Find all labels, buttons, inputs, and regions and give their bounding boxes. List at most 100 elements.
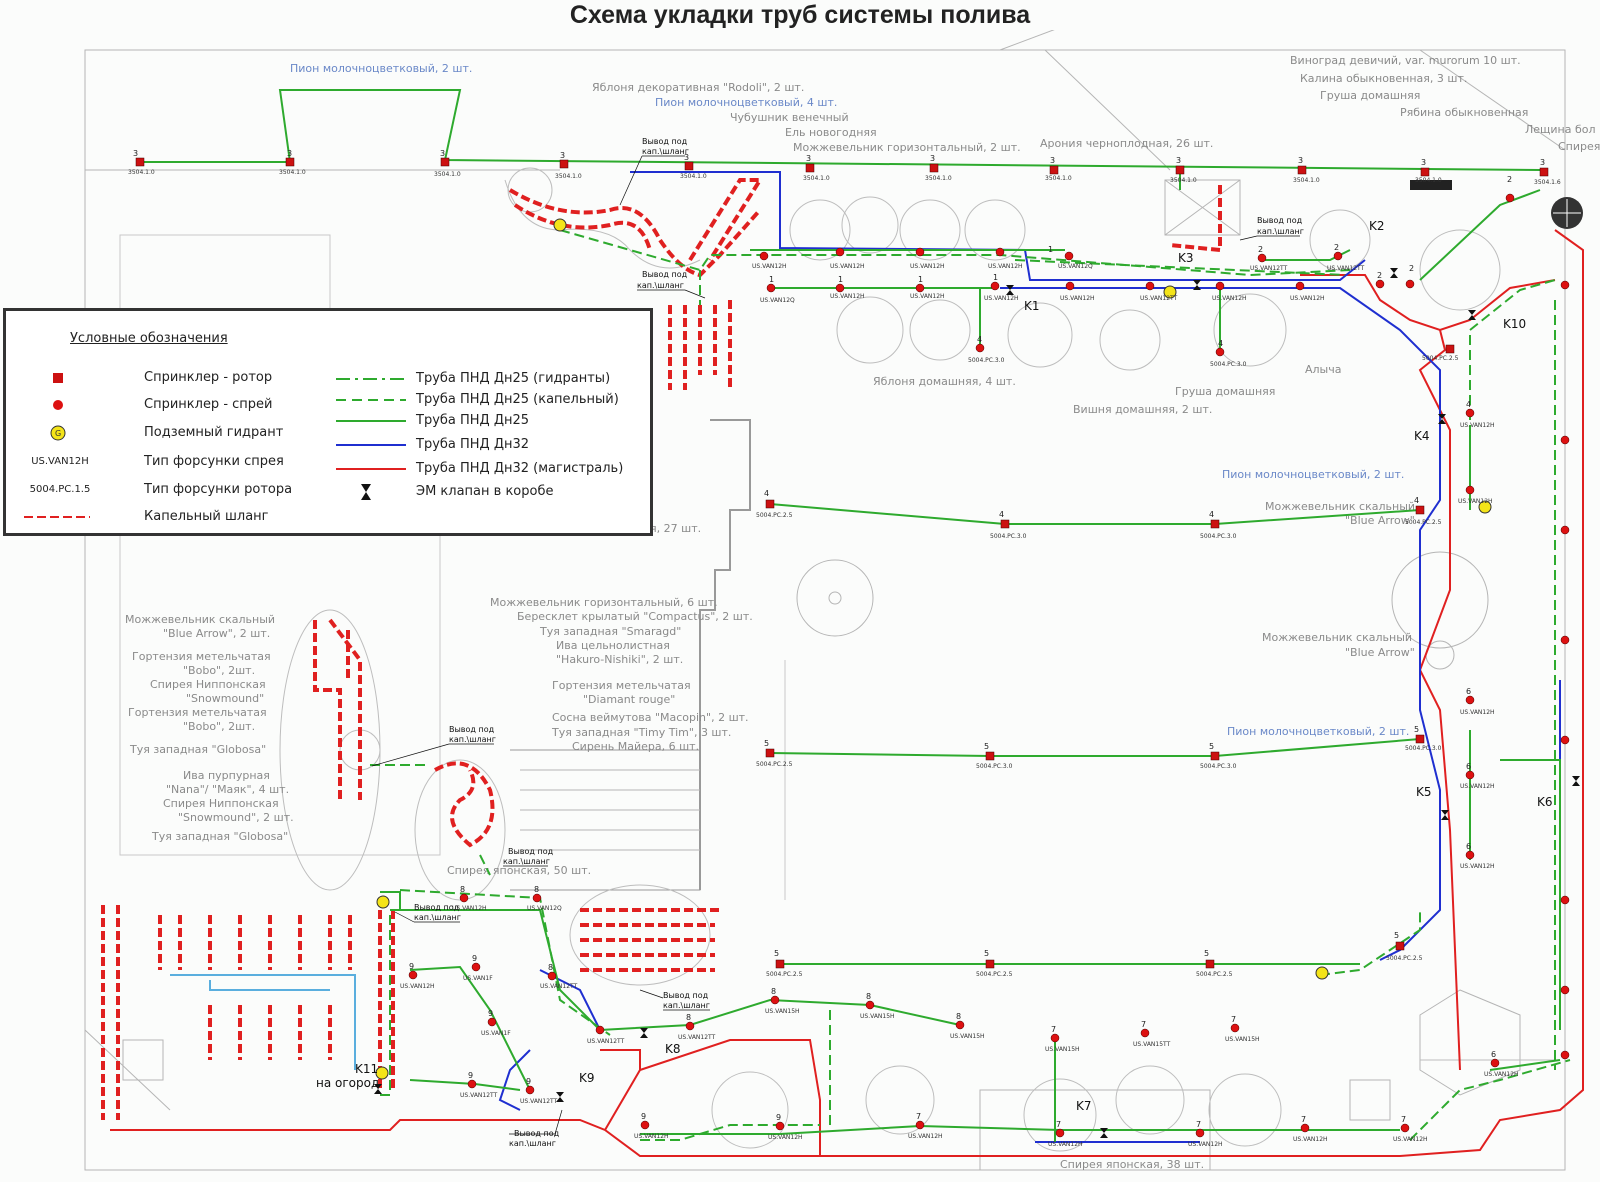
rotor-sprinkler <box>765 748 775 758</box>
zone-number: 8 <box>548 963 553 972</box>
nozzle-code: US.VAN12H <box>830 263 865 270</box>
plant-label: "Blue Arrow" <box>1345 514 1415 527</box>
bed-edge <box>504 179 701 269</box>
shed <box>1164 179 1241 236</box>
plant-label: Пион молочноцветковый, 2 шт. <box>1227 725 1409 738</box>
nozzle-code: 5004.PC.2.5 <box>1196 971 1233 978</box>
stair-outline <box>510 749 701 891</box>
spray-sprinkler <box>1560 895 1570 905</box>
spray-sprinkler <box>975 343 985 353</box>
legend-label-drip: Капельный шланг <box>144 509 269 524</box>
hydrant-icon <box>1163 285 1177 299</box>
nozzle-code: US.VAN12H <box>1460 422 1495 429</box>
zone-number: 5 <box>1204 949 1209 958</box>
pipe-drip-dashed <box>559 229 1351 277</box>
zone-number: 5 <box>1394 931 1399 940</box>
nozzle-code: US.VAN15H <box>860 1013 895 1020</box>
nozzle-code: US.VAN12H <box>910 263 945 270</box>
plant-label: Спирея японская, 50 шт. <box>447 864 591 877</box>
rotor-sprinkler <box>684 161 694 171</box>
rotor-sprinkler <box>135 157 145 167</box>
zone-number: 9 <box>488 1009 493 1018</box>
pipe-25 <box>140 89 1541 171</box>
nozzle-code: 5004.PC.3.0 <box>968 357 1005 364</box>
zone-number: 7 <box>1196 1120 1201 1129</box>
nozzle-code: US.VAN12H <box>1484 1071 1519 1078</box>
drip-hose <box>434 761 495 848</box>
nozzle-code: US.VAN12H <box>1188 1141 1223 1148</box>
legend-code-rotor: 5004.PC.1.5 <box>29 484 91 495</box>
pipe-drip-dashed <box>640 1124 820 1141</box>
zone-number: 4 <box>764 489 769 498</box>
spray-sprinkler <box>995 247 1005 257</box>
spray-sprinkler <box>865 1000 875 1010</box>
spray-sprinkler <box>1065 281 1075 291</box>
tree <box>1023 1078 1097 1152</box>
valve-label-k3: K3 <box>1178 251 1194 265</box>
zone-number: 9 <box>776 1113 781 1122</box>
road-line <box>999 30 1055 51</box>
page-title: Схема укладки труб системы полива <box>569 1 1031 29</box>
nozzle-code: 3504.1.0 <box>555 173 582 180</box>
plant-label: Сирень Майера, 6 шт. <box>572 740 699 753</box>
legend-symbol-drip <box>20 507 90 527</box>
plant-label: Туя западная "Timy Tim", 3 шт. <box>551 726 731 739</box>
legend-label-spray-type: Тип форсунки спрея <box>144 454 284 469</box>
pipe-hydrant-dashed <box>1409 1059 1571 1141</box>
spray-sprinkler <box>1405 279 1415 289</box>
valve-label-k11: K11 <box>355 1062 378 1076</box>
nozzle-code: US.VAN12H <box>984 295 1019 302</box>
plant-label: Лещина бол <box>1525 123 1596 136</box>
pipe-25 <box>640 1124 1400 1135</box>
zone-number: 2 <box>1377 271 1382 280</box>
nozzle-code: 5004.PC.3.0 <box>1405 745 1442 752</box>
zone-number: 3 <box>1176 156 1181 165</box>
drip-hose <box>688 178 764 262</box>
hydrant-icon <box>376 895 390 909</box>
spray-sprinkler <box>1560 985 1570 995</box>
pipe-25 <box>409 1079 521 1091</box>
valve-icon <box>1390 268 1398 278</box>
nozzle-code: US.VAN15H <box>1225 1036 1260 1043</box>
valve-label-k10: K10 <box>1503 317 1526 331</box>
pipe-hydrant-dashed <box>1319 910 1421 976</box>
spray-sprinkler <box>1195 1128 1205 1138</box>
zone-number: 1 <box>993 273 998 282</box>
nozzle-code: US.VAN1F <box>481 1030 511 1037</box>
spray-sprinkler <box>1140 1028 1150 1038</box>
drip-callout: Вывод под кап.\шланг <box>509 1109 563 1148</box>
nozzle-code: US.VAN12H <box>1460 783 1495 790</box>
rotor-sprinkler <box>1395 941 1405 951</box>
rotor-sprinkler <box>1415 734 1425 744</box>
site-border <box>84 49 1566 1171</box>
nozzle-labels: 3 3504.1.0 3 3504.1.0 3 3504.1.0 3 3504.… <box>128 149 1561 1148</box>
valve-icon <box>1193 280 1201 290</box>
nozzle-code: US.VAN12H <box>830 293 865 300</box>
spray-sprinkler <box>640 1120 650 1130</box>
diagonal-line <box>1044 49 1171 171</box>
spray-sprinkler <box>759 251 769 261</box>
nozzle-code: 3504.1.0 <box>279 169 306 176</box>
plant-label: Груша домашняя <box>1320 89 1420 102</box>
pipe-hydrant-dashed <box>399 889 611 1036</box>
plant-label: Ива пурпурная <box>183 769 270 782</box>
tree <box>507 167 553 213</box>
pipe-25 <box>1419 189 1541 281</box>
rotor-sprinkler <box>1175 165 1185 175</box>
spray-sprinkler <box>1465 770 1475 780</box>
drip-callouts: Вывод под кап.\шланг Вывод под кап.\шлан… <box>371 137 1304 1148</box>
drip-callout-line1: Вывод под <box>414 903 460 912</box>
plant-label: Можжевельник скальный <box>1262 631 1412 644</box>
pipe-25 <box>769 738 1421 757</box>
tree <box>1213 293 1287 367</box>
zone-number: 5 <box>1414 725 1419 734</box>
spray-sprinkler <box>1465 485 1475 495</box>
zone-number: 1 <box>1048 245 1053 254</box>
plant-labels: Пион молочноцветковый, 2 шт. Яблоня деко… <box>125 54 1600 1171</box>
nozzle-code: US.VAN12TT <box>678 1034 716 1041</box>
drip-hoses <box>101 178 1222 1120</box>
zone-number: 4 <box>1218 339 1223 348</box>
zone-number: 1 <box>918 275 923 284</box>
pipe-25 <box>1265 249 1351 261</box>
valve-icon <box>556 1092 564 1102</box>
